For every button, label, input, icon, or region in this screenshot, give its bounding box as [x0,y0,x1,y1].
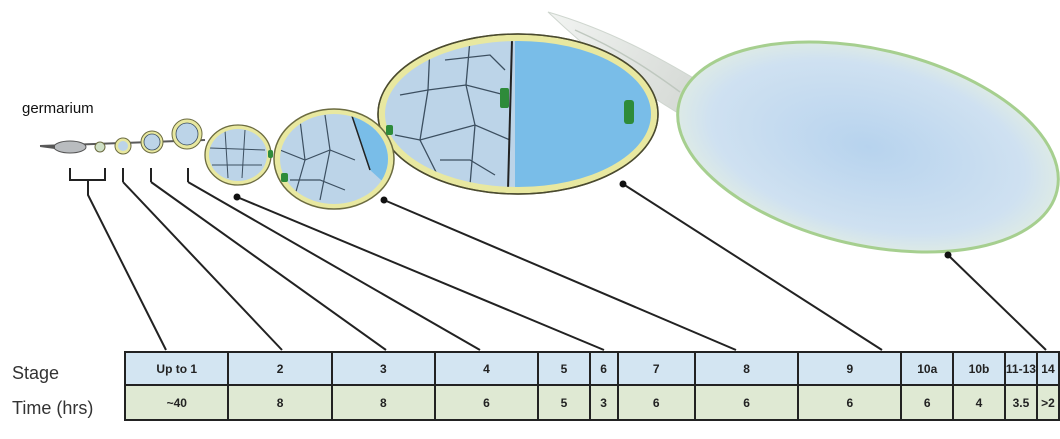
time-cell: 8 [228,385,331,420]
stage-cell: 10b [953,352,1005,385]
stage-cell: Up to 1 [125,352,228,385]
time-cell: 8 [332,385,435,420]
stage-cell: 9 [798,352,901,385]
stage-cell: 7 [618,352,695,385]
time-cell: 6 [798,385,901,420]
time-cell: 4 [953,385,1005,420]
stage-cell: 3 [332,352,435,385]
time-row: ~40 8 8 6 5 3 6 6 6 6 4 3.5 >2 [125,385,1059,420]
stage-row-label: Stage [12,363,59,384]
time-cell: 3 [590,385,618,420]
stage-cell: 2 [228,352,331,385]
stage-cell: 11-13 [1005,352,1037,385]
time-cell: 6 [901,385,953,420]
stage-row: Up to 1 2 3 4 5 6 7 8 9 10a 10b 11-13 14 [125,352,1059,385]
stage-cell: 10a [901,352,953,385]
stage-4-egg-chamber [205,125,275,185]
time-cell: 3.5 [1005,385,1037,420]
time-cell: 6 [435,385,538,420]
time-cell: 6 [695,385,798,420]
time-row-label: Time (hrs) [12,398,93,419]
time-cell: 6 [618,385,695,420]
time-cell: 5 [538,385,590,420]
stage-cell: 8 [695,352,798,385]
stage-time-table: Up to 1 2 3 4 5 6 7 8 9 10a 10b 11-13 14… [124,351,1060,421]
germarium-label: germarium [22,100,94,117]
time-cell: ~40 [125,385,228,420]
stage-cell: 6 [590,352,618,385]
time-cell: >2 [1037,385,1059,420]
early-egg-chambers [40,119,205,154]
stage-cell: 14 [1037,352,1059,385]
stage-cell: 5 [538,352,590,385]
stage-cell: 4 [435,352,538,385]
